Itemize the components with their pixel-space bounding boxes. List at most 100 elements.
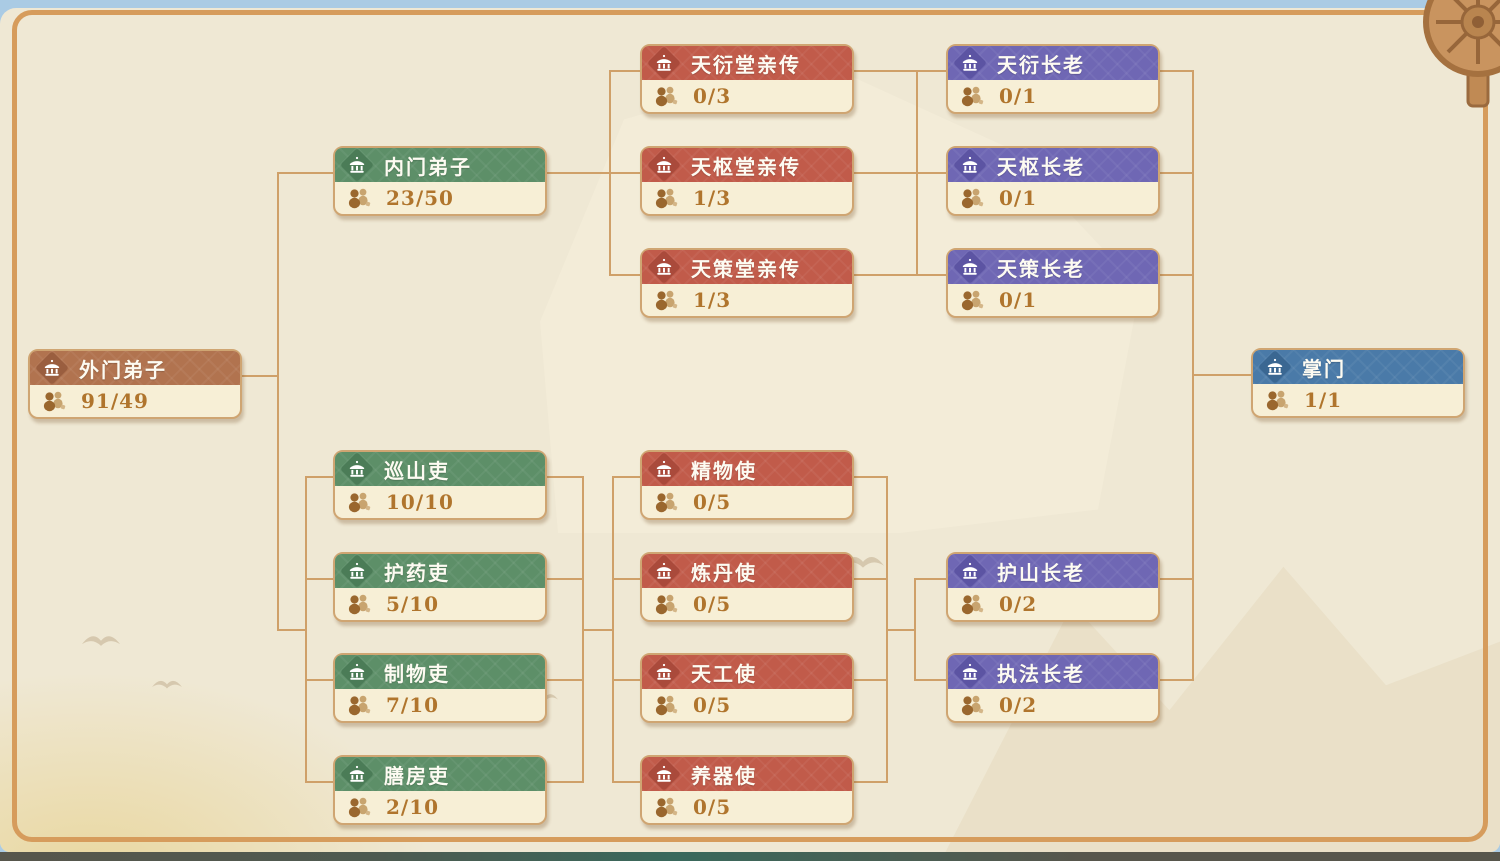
org-node-title: 精物使	[691, 458, 757, 483]
org-node-count: 0/2	[999, 592, 1038, 616]
members-icon	[652, 186, 680, 210]
org-node-header: 执法长老	[948, 655, 1158, 689]
members-icon	[652, 693, 680, 717]
org-node-kitchen-clerk[interactable]: 膳房吏 2/10	[333, 755, 547, 825]
org-node-header: 内门弟子	[335, 148, 545, 182]
org-node-count: 91/49	[81, 389, 149, 413]
pavilion-icon	[648, 758, 680, 790]
org-node-count: 0/1	[999, 186, 1038, 210]
org-node-tianyan-disciple[interactable]: 天衍堂亲传 0/3	[640, 44, 854, 114]
members-icon	[345, 186, 373, 210]
org-node-header: 养器使	[642, 757, 852, 791]
org-node-body: 1/3	[642, 182, 852, 214]
org-node-tianyan-elder[interactable]: 天衍长老 0/1	[946, 44, 1160, 114]
org-node-body: 0/5	[642, 791, 852, 823]
org-node-header: 外门弟子	[30, 351, 240, 385]
org-node-count: 7/10	[386, 693, 440, 717]
org-node-inner-disciple[interactable]: 内门弟子 23/50	[333, 146, 547, 216]
org-node-title: 天策长老	[997, 256, 1085, 281]
org-node-jingwu-envoy[interactable]: 精物使 0/5	[640, 450, 854, 520]
org-node-title: 天策堂亲传	[691, 256, 801, 281]
org-node-title: 天衍长老	[997, 52, 1085, 77]
org-node-tiance-elder[interactable]: 天策长老 0/1	[946, 248, 1160, 318]
org-node-craft-clerk[interactable]: 制物吏 7/10	[333, 653, 547, 723]
pavilion-icon	[648, 47, 680, 79]
members-icon	[652, 795, 680, 819]
org-node-body: 0/2	[948, 689, 1158, 721]
org-node-body: 2/10	[335, 791, 545, 823]
org-node-tianshu-disciple[interactable]: 天枢堂亲传 1/3	[640, 146, 854, 216]
org-node-count: 23/50	[386, 186, 454, 210]
org-node-body: 0/1	[948, 80, 1158, 112]
org-node-count: 10/10	[386, 490, 454, 514]
org-node-header: 掌门	[1253, 350, 1463, 384]
org-node-header: 天枢堂亲传	[642, 148, 852, 182]
org-node-zhifa-elder[interactable]: 执法长老 0/2	[946, 653, 1160, 723]
org-node-header: 天衍长老	[948, 46, 1158, 80]
org-node-title: 外门弟子	[79, 357, 167, 382]
org-node-title: 执法长老	[997, 661, 1085, 686]
org-node-header: 天策堂亲传	[642, 250, 852, 284]
org-node-header: 护药吏	[335, 554, 545, 588]
members-icon	[652, 84, 680, 108]
org-node-count: 5/10	[386, 592, 440, 616]
org-node-header: 精物使	[642, 452, 852, 486]
org-node-title: 掌门	[1302, 356, 1346, 381]
members-icon	[652, 490, 680, 514]
pavilion-icon	[341, 555, 373, 587]
org-node-outer-disciple[interactable]: 外门弟子 91/49	[28, 349, 242, 419]
org-chart-panel: 外门弟子 91/49	[0, 8, 1500, 852]
org-node-header: 天工使	[642, 655, 852, 689]
pavilion-icon	[341, 758, 373, 790]
pavilion-icon	[648, 656, 680, 688]
org-node-hushan-elder[interactable]: 护山长老 0/2	[946, 552, 1160, 622]
org-node-tiangong-envoy[interactable]: 天工使 0/5	[640, 653, 854, 723]
org-node-title: 制物吏	[384, 661, 450, 686]
org-node-body: 0/5	[642, 689, 852, 721]
org-node-count: 0/5	[693, 592, 732, 616]
watermark-dune	[0, 8, 1500, 852]
org-node-count: 2/10	[386, 795, 440, 819]
pavilion-icon	[648, 251, 680, 283]
pavilion-icon	[954, 555, 986, 587]
members-icon	[958, 84, 986, 108]
org-node-patrol-clerk[interactable]: 巡山吏 10/10	[333, 450, 547, 520]
members-icon	[958, 693, 986, 717]
org-node-liandan-envoy[interactable]: 炼丹使 0/5	[640, 552, 854, 622]
org-node-title: 天枢长老	[997, 154, 1085, 179]
org-node-title: 天枢堂亲传	[691, 154, 801, 179]
pavilion-icon	[1259, 351, 1291, 383]
org-node-body: 0/1	[948, 182, 1158, 214]
org-node-tianshu-elder[interactable]: 天枢长老 0/1	[946, 146, 1160, 216]
org-node-header: 天策长老	[948, 250, 1158, 284]
pavilion-icon	[341, 453, 373, 485]
pavilion-icon	[36, 352, 68, 384]
org-node-count: 1/3	[693, 186, 732, 210]
members-icon	[958, 592, 986, 616]
bird-silhouette-icon	[82, 636, 120, 646]
org-node-count: 1/1	[1304, 388, 1343, 412]
org-node-yangqi-envoy[interactable]: 养器使 0/5	[640, 755, 854, 825]
org-node-header: 护山长老	[948, 554, 1158, 588]
org-node-herb-clerk[interactable]: 护药吏 5/10	[333, 552, 547, 622]
background-bottom-strip	[0, 852, 1500, 861]
org-node-body: 0/5	[642, 588, 852, 620]
org-node-sect-master[interactable]: 掌门 1/1	[1251, 348, 1465, 418]
members-icon	[652, 288, 680, 312]
members-icon	[345, 592, 373, 616]
org-node-count: 1/3	[693, 288, 732, 312]
org-node-header: 膳房吏	[335, 757, 545, 791]
org-node-tiance-disciple[interactable]: 天策堂亲传 1/3	[640, 248, 854, 318]
org-node-body: 1/1	[1253, 384, 1463, 416]
org-node-count: 0/5	[693, 693, 732, 717]
org-node-body: 91/49	[30, 385, 240, 417]
org-node-body: 10/10	[335, 486, 545, 518]
members-icon	[958, 186, 986, 210]
pavilion-icon	[954, 149, 986, 181]
org-node-title: 巡山吏	[384, 458, 450, 483]
org-node-title: 护药吏	[384, 560, 450, 585]
members-icon	[652, 592, 680, 616]
pavilion-icon	[648, 149, 680, 181]
bird-silhouette-icon	[152, 680, 182, 689]
